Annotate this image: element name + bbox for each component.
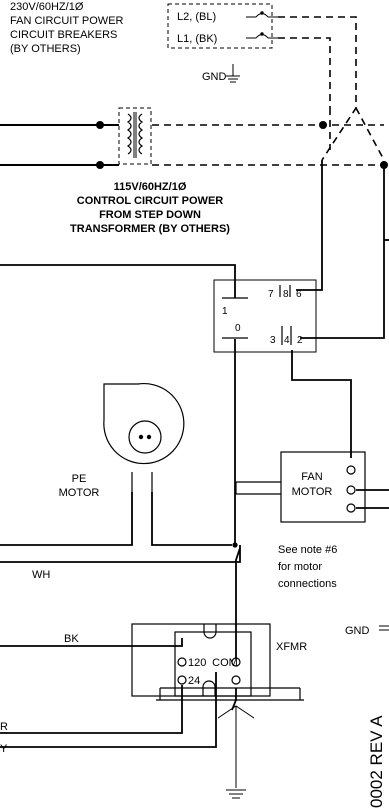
power-supply-line4: (BY OTHERS) [10, 43, 81, 55]
doc-id: 0002 REV A [367, 715, 386, 808]
wire-label-bk: BK [64, 633, 79, 645]
note-line2: for motor [278, 561, 322, 573]
xfmr-terminal-24: 24 [188, 675, 200, 687]
relay [213, 279, 317, 353]
junction-dot [319, 121, 327, 129]
fan-motor-line1: FAN [301, 471, 322, 483]
xfmr-terminal-120: 120 [188, 657, 206, 669]
pe-motor-blower [103, 382, 185, 492]
field-wiring-dashed [152, 16, 385, 166]
junction-dot [96, 121, 104, 129]
breaker-box [167, 3, 273, 49]
relay-pin-8: 8 [283, 289, 289, 300]
note-line3: connections [278, 578, 337, 590]
relay-pin-7: 7 [268, 289, 274, 300]
control-power-lines [0, 124, 119, 166]
l1-label: L1, (BK) [177, 33, 217, 45]
junction-dot [232, 542, 238, 548]
control-power-line3: FROM STEP DOWN [99, 209, 201, 221]
fan-motor [235, 451, 366, 523]
junction-dot [96, 161, 104, 169]
fan-motor-line2: MOTOR [292, 486, 333, 498]
wire-label-r: R [0, 721, 8, 733]
power-supply-line2: FAN CIRCUIT POWER [10, 15, 124, 27]
relay-pin-1: 1 [222, 306, 228, 317]
relay-pin-2: 2 [297, 335, 303, 346]
relay-pin-3: 3 [270, 335, 276, 346]
relay-pin-6: 6 [296, 289, 302, 300]
power-supply-line3: CIRCUIT BREAKERS [10, 29, 117, 41]
control-power-line1: 115V/60HZ/1Ø [114, 181, 187, 193]
pe-motor-line1: PE [72, 473, 87, 485]
power-supply-line1: 230V/60HZ/1Ø [10, 1, 84, 13]
pe-motor-line2: MOTOR [59, 487, 100, 499]
ground-symbol-right [379, 625, 389, 631]
power-supply-label: 230V/60HZ/1Ø FAN CIRCUIT POWER CIRCUIT B… [10, 1, 124, 55]
xfmr-label: XFMR [276, 641, 307, 653]
ground-symbol-bottom [217, 705, 255, 799]
control-power-label: 115V/60HZ/1Ø CONTROL CIRCUIT POWER FROM … [70, 181, 230, 235]
wire-label-wh: WH [32, 569, 50, 581]
breaker-symbol-l2 [246, 11, 278, 18]
wire-label-y: Y [0, 743, 8, 755]
l2-label: L2, (BL) [177, 11, 216, 23]
control-power-line2: CONTROL CIRCUIT POWER [77, 195, 224, 207]
relay-pin-4: 4 [284, 335, 290, 346]
breaker-symbol-l1 [246, 32, 278, 39]
stepdown-transformer [118, 107, 152, 165]
xfmr [131, 623, 304, 701]
note-line1: See note #6 [278, 544, 337, 556]
gnd-top-label: GND [202, 71, 227, 83]
main-wiring [0, 160, 389, 748]
control-power-line4: TRANSFORMER (BY OTHERS) [70, 223, 230, 235]
xfmr-terminal-com: COM [212, 657, 238, 669]
ground-symbol-top [226, 64, 240, 83]
gnd-right-label: GND [345, 625, 370, 637]
relay-pin-0: 0 [235, 323, 241, 334]
